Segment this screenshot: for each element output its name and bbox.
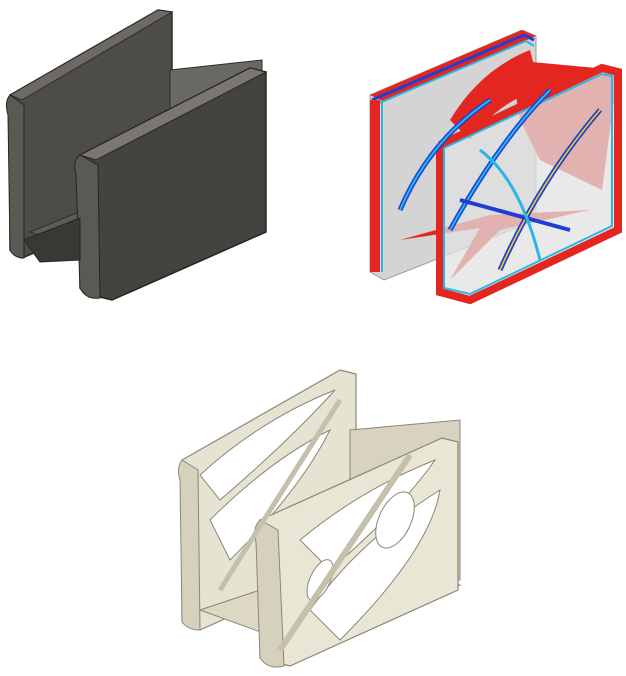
back-curl	[177, 459, 201, 631]
back-cutout-1	[199, 389, 336, 501]
front-curl	[74, 154, 101, 299]
strut-2-glow	[499, 109, 601, 271]
solid-bracket-render	[0, 0, 280, 310]
blue-back-edge	[371, 33, 535, 102]
simulation-drawing	[369, 30, 622, 305]
cyan-front-frame	[443, 72, 613, 296]
red-front-frame	[436, 63, 622, 305]
generative-design-drawing	[177, 369, 462, 668]
front-cutout-3	[375, 491, 415, 549]
simulation-render	[340, 30, 626, 320]
red-arch	[450, 50, 540, 140]
strut-5	[479, 148, 542, 261]
organic-strut-1	[277, 453, 413, 652]
back-wall-top-lip	[8, 9, 174, 101]
front-curl	[254, 519, 285, 668]
solid-bracket-drawing	[5, 9, 268, 301]
generative-design-render	[160, 360, 490, 676]
strut-4	[459, 198, 571, 232]
organic-strut-2	[217, 398, 343, 592]
bottom-notch	[23, 217, 81, 263]
strut-1-glow	[449, 89, 551, 231]
strut-3-glow	[399, 99, 491, 211]
back-curl	[5, 94, 25, 259]
front-wall-lip	[78, 67, 268, 161]
cyan-back-edge	[371, 39, 535, 107]
red-left-column	[370, 100, 380, 272]
